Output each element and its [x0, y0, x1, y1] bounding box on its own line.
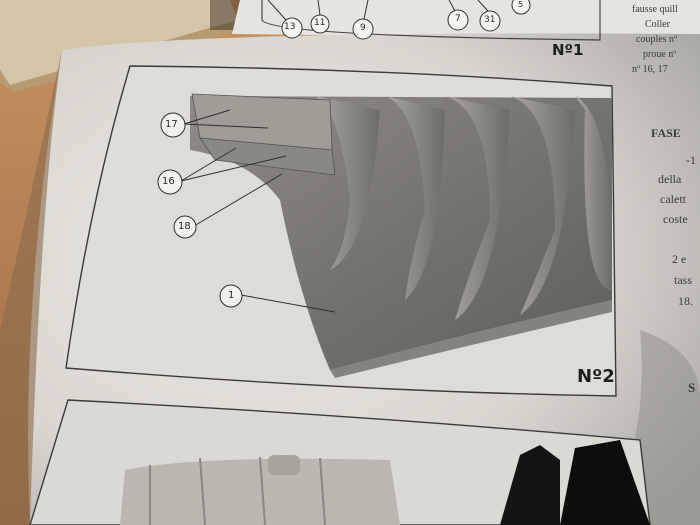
- fig2-callout-17: 17: [165, 119, 178, 130]
- fig1-callout-7: 7: [455, 14, 461, 24]
- italian-line-7: 18.: [678, 294, 693, 308]
- french-line-2: Coller: [645, 19, 670, 30]
- french-line-5: nº 16, 17: [632, 64, 668, 75]
- page-curl: [0, 50, 62, 525]
- fig1-callout-11: 11: [314, 18, 326, 28]
- figure-1-frame: [261, 0, 601, 41]
- french-line-4: proue nº: [643, 49, 677, 60]
- french-line-1: fausse quill: [632, 4, 678, 15]
- figure-1-callouts: [267, 0, 531, 40]
- french-line-3: couples nº: [636, 34, 678, 45]
- italian-line-3: calett: [660, 192, 686, 206]
- figure-1-number: Nº1: [552, 41, 584, 59]
- italian-line-4: coste: [663, 212, 688, 226]
- fig1-callout-9: 9: [360, 23, 366, 33]
- fig2-callout-18: 18: [178, 221, 191, 232]
- italian-line-1: -1: [686, 153, 696, 167]
- fig2-callout-1: 1: [228, 290, 235, 301]
- italian-line-2: della: [658, 172, 682, 186]
- fig2-callout-16: 16: [162, 176, 175, 187]
- lower-model-photo: [120, 440, 650, 525]
- figure-2-callout-circles: [157, 112, 243, 308]
- italian-heading: FASE: [651, 126, 681, 140]
- figure-2-number: Nº2: [577, 366, 615, 387]
- fig1-callout-31: 31: [484, 15, 496, 25]
- italian-line-6: tass: [674, 273, 692, 287]
- fig1-callout-13: 13: [284, 22, 296, 32]
- hull-model-photo: [190, 93, 612, 378]
- fig1-callout-5: 5: [518, 0, 524, 9]
- figure-2-leaders: [180, 109, 336, 313]
- italian-line-5: 2 e: [672, 252, 687, 266]
- lower-heading: S: [688, 380, 696, 395]
